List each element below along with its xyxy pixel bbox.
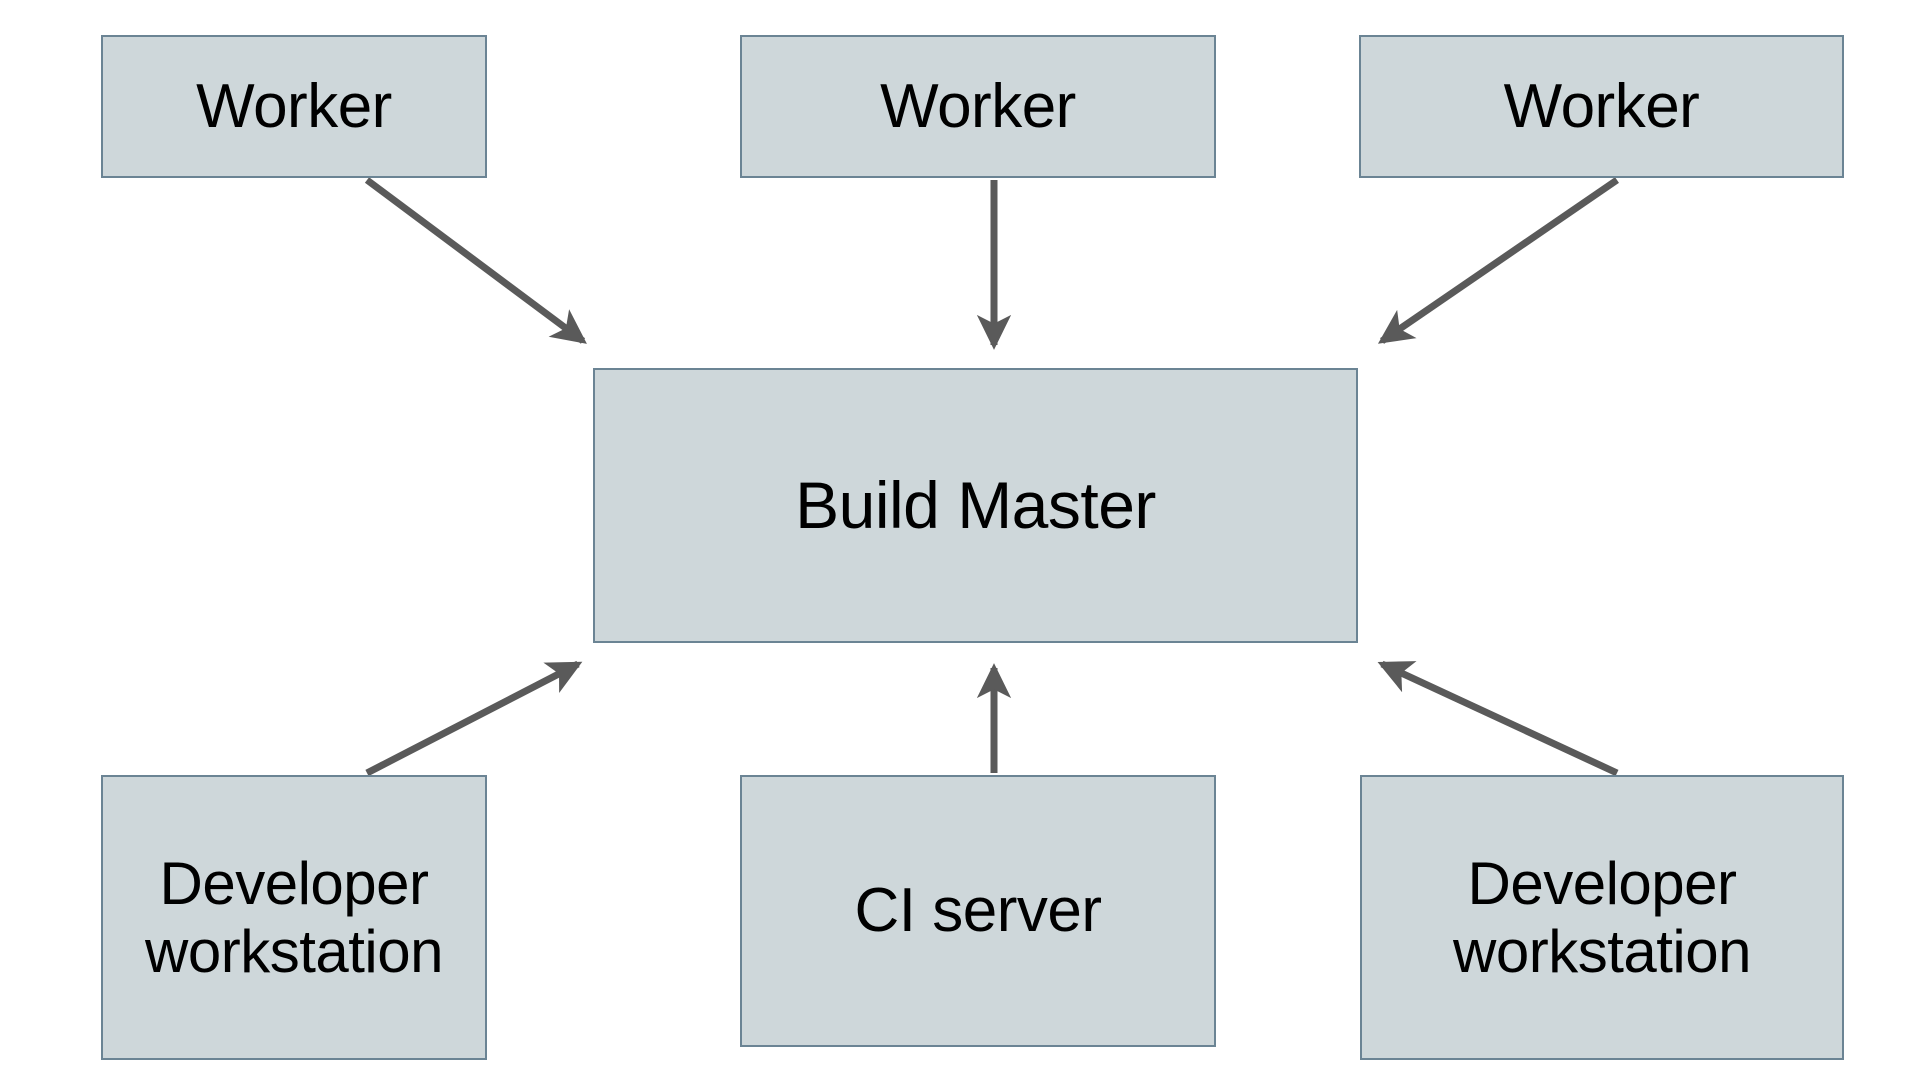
node-worker-left[interactable]: Worker xyxy=(101,35,487,178)
node-label-worker-left: Worker xyxy=(196,71,392,141)
edge-worker-left-to-master xyxy=(364,177,587,344)
edge-worker-right-to-master xyxy=(1377,177,1619,344)
node-label-worker-right: Worker xyxy=(1503,71,1700,141)
node-label-ci-server: CI server xyxy=(854,876,1102,946)
node-build-master[interactable]: Build Master xyxy=(593,368,1358,643)
node-developer-workstation-left[interactable]: Developer workstation xyxy=(101,775,487,1060)
node-label-developer-workstation-left: Developer workstation xyxy=(145,850,443,985)
node-worker-right[interactable]: Worker xyxy=(1359,35,1844,178)
node-developer-workstation-right[interactable]: Developer workstation xyxy=(1360,775,1844,1060)
node-worker-center[interactable]: Worker xyxy=(740,35,1216,178)
edge-dev-right-to-master xyxy=(1377,660,1619,777)
node-label-build-master: Build Master xyxy=(795,467,1156,542)
edge-dev-left-to-master xyxy=(365,660,583,777)
node-label-worker-center: Worker xyxy=(880,71,1076,141)
node-ci-server[interactable]: CI server xyxy=(740,775,1216,1047)
node-label-developer-workstation-right: Developer workstation xyxy=(1453,850,1751,985)
